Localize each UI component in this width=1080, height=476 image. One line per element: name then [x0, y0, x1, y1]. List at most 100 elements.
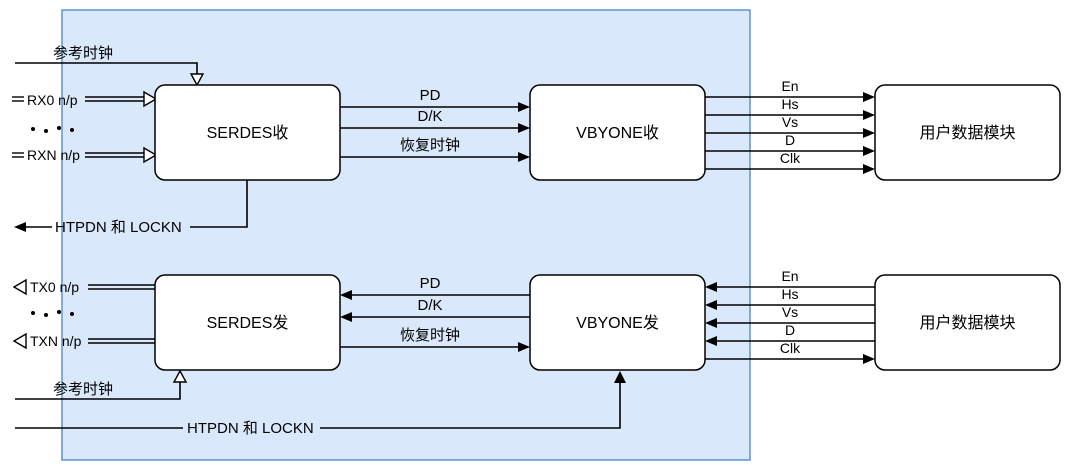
rx0-open-arrow-right-icon: [143, 90, 158, 108]
rx-hs-arrow-right-icon: [863, 110, 875, 120]
rx-en-arrow-right-icon: [863, 92, 875, 102]
tx0-label: TX0 n/p: [30, 279, 79, 295]
serdes-rx-label: SERDES收: [207, 124, 289, 142]
tx-hs-signal: Hs: [705, 286, 875, 310]
serdes-tx-label: SERDES发: [207, 314, 289, 332]
dot-icon: [44, 129, 48, 133]
tx-d-label: D: [785, 322, 795, 338]
vbyone-tx-box: [529, 274, 706, 371]
rx-vs-signal: Vs: [705, 114, 875, 138]
tx0-signal: TX0 n/p: [12, 278, 155, 296]
rx-ellipsis-dots: [31, 126, 74, 133]
dot-icon: [70, 128, 74, 132]
tx-dk-arrow-left-icon: [340, 312, 352, 322]
tx-en-signal: En: [705, 268, 875, 292]
rx-pd-arrow-right-icon: [518, 102, 530, 112]
rx-ref-clock-signal: 参考时钟: [15, 45, 205, 87]
rx0-signal: RX0 n/p: [12, 90, 158, 108]
tx-ref-clock-line: [15, 382, 181, 400]
rx-clk-signal: Clk: [705, 150, 875, 174]
user-data-rx-box: [874, 84, 1061, 181]
tx-d-signal: D: [705, 322, 875, 346]
tx-vs-label: Vs: [782, 304, 798, 320]
tx-hs-arrow-left-icon: [705, 300, 717, 310]
rx-vs-arrow-right-icon: [863, 128, 875, 138]
vbyone-tx-block: VBYONE发: [529, 274, 706, 371]
dot-icon: [70, 312, 74, 316]
rx-ref-clock-label: 参考时钟: [53, 45, 113, 62]
tx-recovered-clock-arrow-right-icon: [518, 342, 530, 352]
tx-htpdn-line: [320, 383, 621, 429]
dot-icon: [31, 311, 35, 315]
rxn-signal: RXN n/p: [12, 146, 158, 164]
tx-ref-clock-signal: 参考时钟: [15, 369, 188, 400]
tx-ellipsis-dots: [31, 310, 74, 317]
serdes-rx-box: [154, 84, 341, 181]
tx-ref-clock-open-arrow-up-icon: [172, 369, 188, 383]
tx0-open-arrow-left-icon: [12, 278, 27, 296]
rx-htpdn-line: [190, 180, 248, 228]
rx-pd-signal: PD: [340, 87, 530, 112]
vbyone-rx-label: VBYONE收: [576, 124, 659, 142]
rx-hs-signal: Hs: [705, 96, 875, 120]
vbyone-tx-label: VBYONE发: [576, 314, 659, 332]
tx-dk-signal: D/K: [340, 297, 530, 322]
txn-signal: TXN n/p: [12, 332, 155, 350]
tx-recovered-clock-signal: 恢复时钟: [340, 326, 530, 352]
txn-label: TXN n/p: [30, 333, 82, 349]
rx-recovered-clock-arrow-right-icon: [518, 152, 530, 162]
tx-htpdn-lockn-signal: HTPDN 和 LOCKN: [15, 371, 626, 437]
rx-vs-label: Vs: [782, 114, 798, 130]
tx-clk-label: Clk: [780, 340, 801, 356]
tx-recovered-clock-label: 恢复时钟: [400, 326, 460, 344]
tx-vs-arrow-left-icon: [705, 318, 717, 328]
serdes-tx-block: SERDES发: [154, 274, 341, 371]
rxn-label: RXN n/p: [27, 147, 80, 163]
vbyone-rx-box: [529, 84, 706, 181]
tx-clk-signal: Clk: [705, 340, 875, 364]
user-data-rx-block: 用户数据模块: [874, 84, 1061, 181]
rx-ref-clock-open-arrow-down-icon: [189, 73, 205, 87]
rx-dk-signal: D/K: [340, 108, 530, 133]
rxn-open-arrow-right-icon: [143, 146, 158, 164]
rx-recovered-clock-label: 恢复时钟: [400, 136, 460, 154]
tx-vs-signal: Vs: [705, 304, 875, 328]
txn-open-arrow-left-icon: [12, 332, 27, 350]
tx-dk-label: D/K: [417, 297, 442, 314]
user-data-tx-box: [874, 274, 1061, 371]
rx-htpdn-label: HTPDN 和 LOCKN: [55, 219, 182, 236]
tx-ref-clock-label: 参考时钟: [53, 381, 113, 398]
user-data-rx-label: 用户数据模块: [919, 124, 1015, 142]
rx-clk-label: Clk: [780, 150, 801, 166]
serdes-rx-block: SERDES收: [154, 84, 341, 181]
dot-icon: [57, 126, 61, 130]
rx-d-label: D: [785, 132, 795, 148]
rx-htpdn-arrow-left-icon: [14, 222, 26, 232]
tx-en-label: En: [781, 268, 798, 284]
tx-pd-signal: PD: [340, 275, 530, 300]
dot-icon: [31, 127, 35, 131]
tx-hs-label: Hs: [781, 286, 798, 302]
tx-en-arrow-left-icon: [705, 282, 717, 292]
tx-d-arrow-left-icon: [705, 336, 717, 346]
rx-htpdn-lockn-signal: HTPDN 和 LOCKN: [14, 180, 248, 236]
rx-d-arrow-right-icon: [863, 146, 875, 156]
rx-en-label: En: [781, 78, 798, 94]
rx-dk-arrow-right-icon: [518, 123, 530, 133]
dot-icon: [44, 313, 48, 317]
user-data-tx-label: 用户数据模块: [919, 314, 1015, 332]
rx-dk-label: D/K: [417, 108, 442, 125]
rx-recovered-clock-signal: 恢复时钟: [340, 136, 530, 162]
rx-en-signal: En: [705, 78, 875, 102]
rx-ref-clock-line: [15, 62, 198, 74]
tx-pd-arrow-left-icon: [340, 290, 352, 300]
rx-hs-label: Hs: [781, 96, 798, 112]
rx-clk-arrow-right-icon: [863, 164, 875, 174]
rx-pd-label: PD: [420, 87, 441, 104]
user-data-tx-block: 用户数据模块: [874, 274, 1061, 371]
tx-htpdn-arrow-up-icon: [614, 371, 626, 383]
rx0-label: RX0 n/p: [27, 92, 78, 108]
tx-pd-label: PD: [420, 275, 441, 292]
serdes-tx-box: [154, 274, 341, 371]
